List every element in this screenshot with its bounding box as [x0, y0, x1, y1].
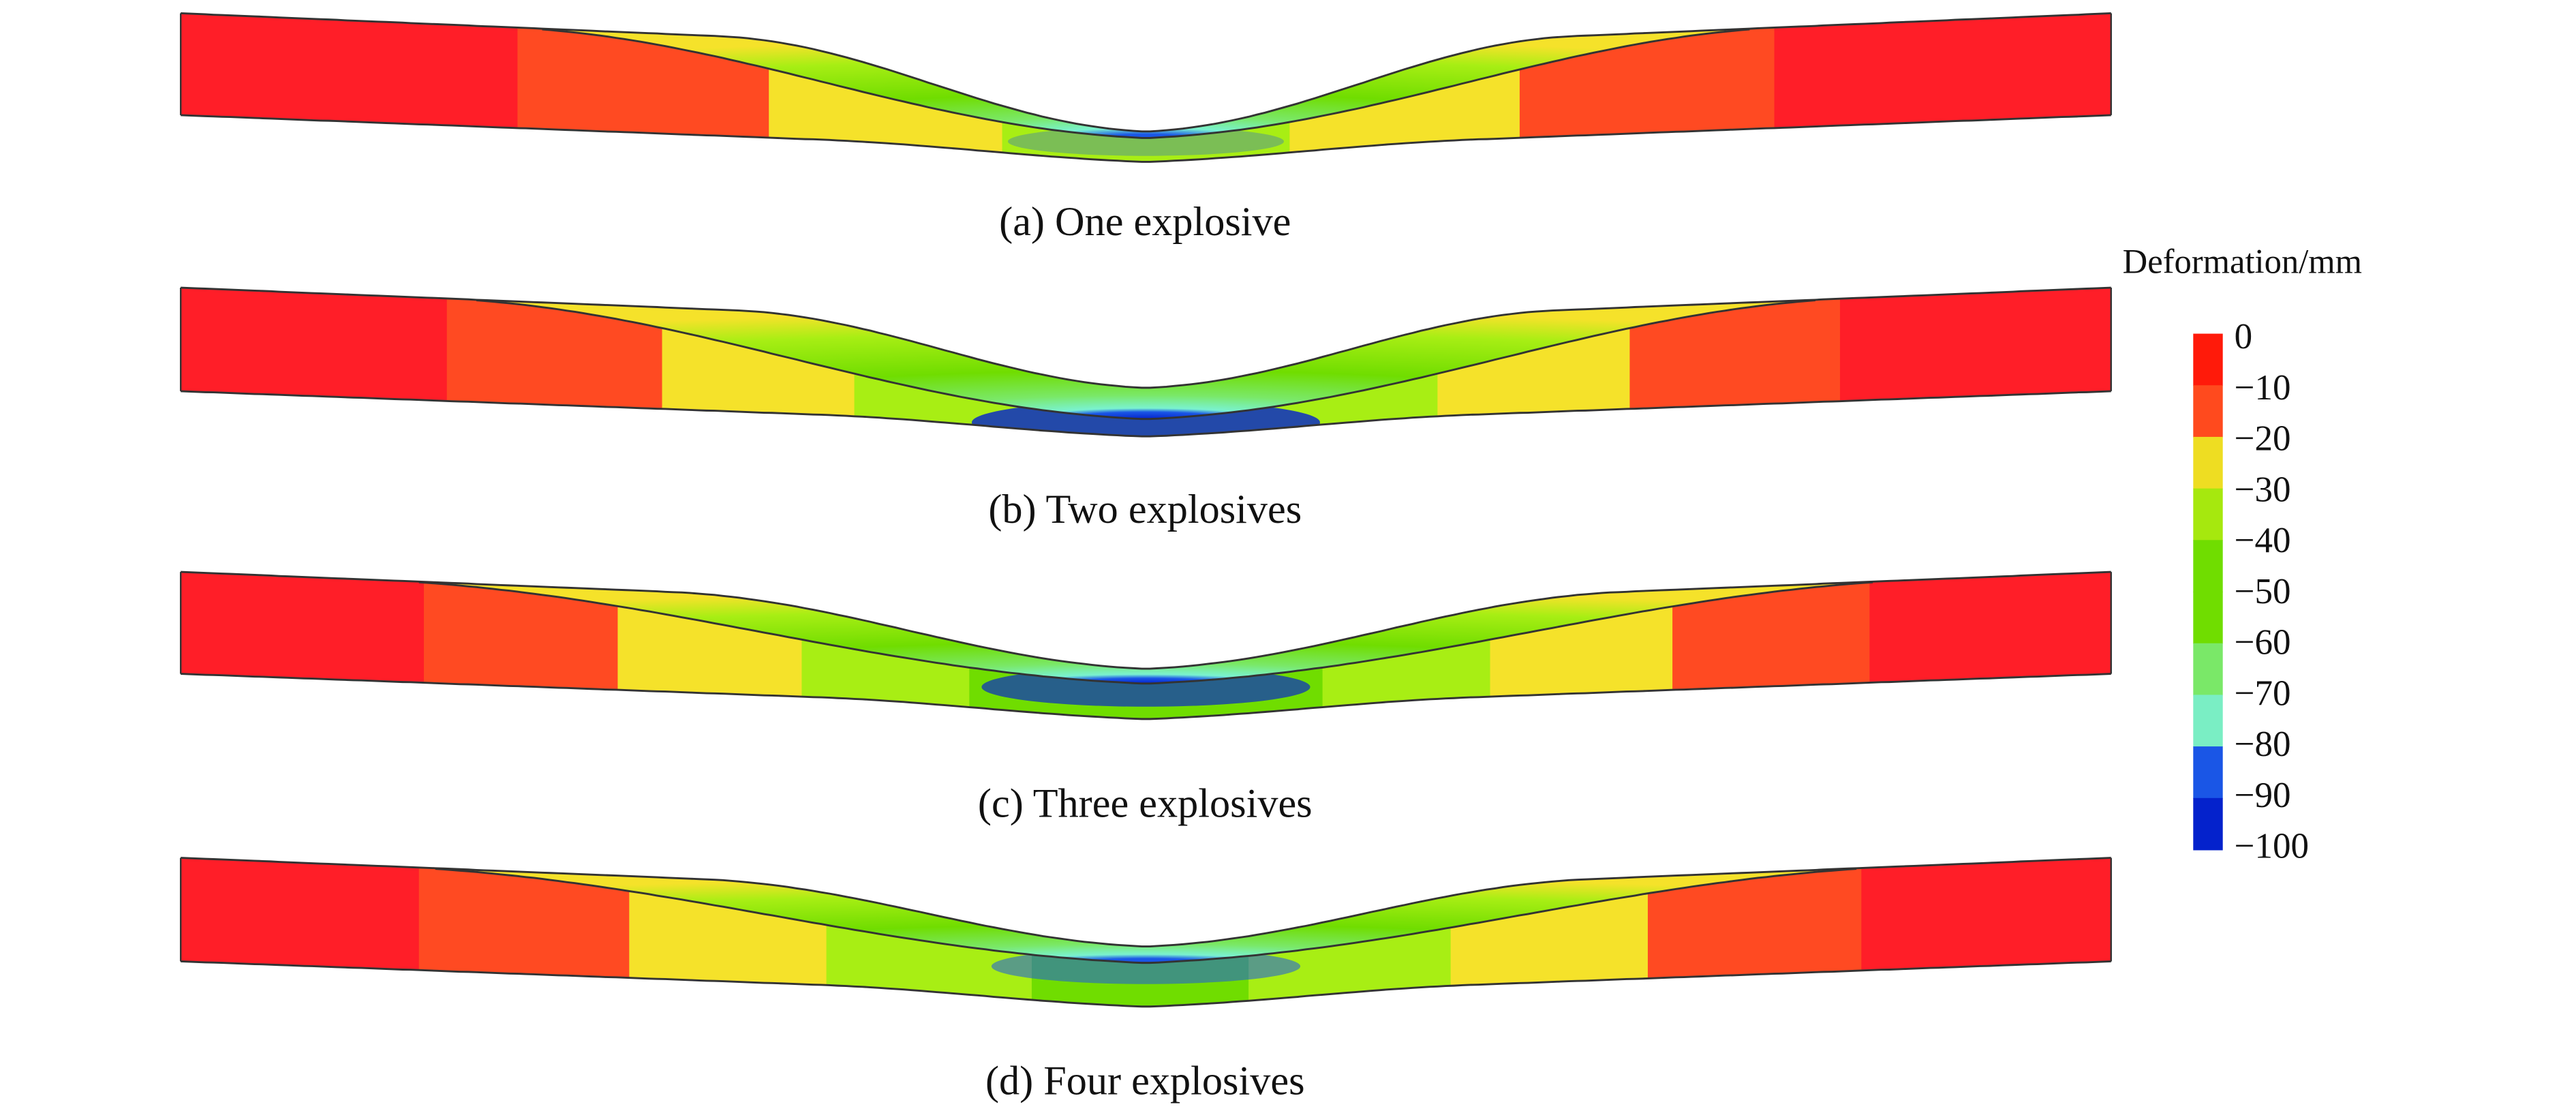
deformed-zone — [418, 581, 1873, 684]
legend-tick: −90 — [2235, 776, 2291, 815]
beam-bottom-edge — [181, 673, 2111, 720]
contour-band-yellow — [1437, 288, 1631, 437]
contour-band-yellow — [769, 13, 1003, 162]
contour-band-yellowgreen — [801, 572, 970, 719]
legend-tick: −60 — [2235, 623, 2291, 663]
max-deformation-zone — [1007, 127, 1284, 156]
beam-bottom-edge — [181, 114, 2111, 163]
beam-bottom-edge — [181, 960, 2111, 1008]
legend-tick: −100 — [2235, 827, 2309, 866]
legend-tick: −70 — [2235, 673, 2291, 713]
legend-swatch — [2193, 333, 2223, 386]
legend-swatch — [2193, 643, 2223, 696]
legend-tick: −20 — [2235, 419, 2291, 459]
caption-d: (d) Four explosives — [985, 1059, 1305, 1104]
contour-band-yellow — [1289, 13, 1521, 162]
legend-title: Deformation/mm — [2123, 242, 2362, 280]
contour-band-red — [1774, 13, 2111, 162]
legend-swatch — [2193, 436, 2223, 489]
contour-band-yellow — [662, 288, 855, 437]
beam-top-edge — [181, 286, 2111, 389]
legend-swatch — [2193, 746, 2223, 799]
legend-tick: 0 — [2235, 317, 2253, 356]
legend-colorbar — [2193, 333, 2223, 851]
contour-band-red — [181, 13, 519, 162]
deformed-zone — [476, 299, 1815, 419]
beam-bottom-edge — [181, 390, 2111, 438]
legend-tick: −40 — [2235, 521, 2291, 560]
beam-top-edge — [181, 12, 2111, 133]
beam-top-edge — [181, 857, 2111, 947]
legend-tick: −30 — [2235, 470, 2291, 509]
caption-b: (b) Two explosives — [988, 487, 1302, 532]
beam-panel-d — [179, 857, 2112, 1008]
crater-boundary — [418, 581, 1873, 685]
deformed-zone — [542, 29, 1750, 138]
contour-band-yellowgreen — [1322, 572, 1491, 719]
legend-swatch — [2193, 695, 2223, 748]
panels — [179, 12, 2112, 1008]
caption-a: (a) One explosive — [999, 199, 1291, 245]
beam-panel-c — [179, 570, 2112, 720]
legend-swatch — [2193, 540, 2223, 592]
crater-boundary — [435, 868, 1857, 964]
legend-tick: −50 — [2235, 572, 2291, 611]
deformed-zone — [435, 868, 1857, 963]
crater-boundary — [542, 28, 1750, 139]
legend-swatch — [2193, 592, 2223, 644]
legend-swatch — [2193, 385, 2223, 438]
beam-panel-b — [179, 286, 2112, 438]
legend-ticks: 0 −10 −20 −30 −40 −50 −60 −70 −80 −90 −1… — [2235, 317, 2309, 866]
crater-boundary — [476, 299, 1815, 421]
legend-swatch — [2193, 797, 2223, 851]
legend-swatch — [2193, 488, 2223, 541]
caption-c: (c) Three explosives — [978, 780, 1313, 826]
color-legend: Deformation/mm 0 −10 −20 −30 −40 −50 −60… — [2123, 242, 2362, 866]
legend-tick: −80 — [2235, 725, 2291, 764]
beam-top-edge — [181, 570, 2111, 670]
legend-tick: −10 — [2235, 368, 2291, 408]
